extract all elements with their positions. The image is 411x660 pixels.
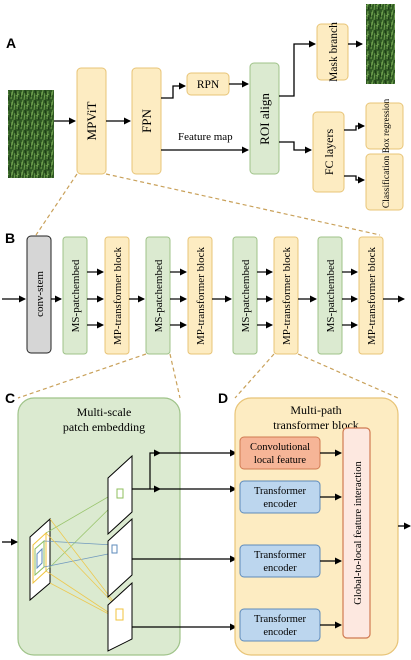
panel-c-title-2: patch embedding xyxy=(63,420,145,434)
transformer-encoder-3-line-1: Transformer xyxy=(254,614,307,625)
ms-patchembed-4-label: MS-patchembed xyxy=(325,259,337,332)
embedded-plane-3 xyxy=(107,581,133,652)
mp-transformer-2-label: MP-transformer block xyxy=(195,246,207,345)
ms-patchembed-3 xyxy=(232,236,258,355)
mask-output-image xyxy=(366,4,395,84)
mp-transformer-3 xyxy=(273,236,299,355)
panel-letter-c: C xyxy=(5,390,15,406)
global-to-local-interaction-box xyxy=(342,427,371,639)
zoom-line-c-left xyxy=(17,353,147,399)
fpn-label: FPN xyxy=(139,108,154,132)
fc-layers-label: FC layers xyxy=(322,129,336,176)
ms-patchembed-4 xyxy=(317,236,343,355)
box-regression-label: Box regression xyxy=(381,98,391,153)
zoom-line-a-right xyxy=(105,173,381,236)
arrow-fc-box-regression xyxy=(344,122,365,131)
fpn-box xyxy=(131,67,162,175)
arrow-fc-classification xyxy=(344,175,365,184)
roi-align-label: ROI align xyxy=(257,93,272,145)
mpvit-label: MPViT xyxy=(84,101,99,140)
zoom-line-c-right xyxy=(169,353,181,399)
arrow-fpn-rpn xyxy=(161,82,186,99)
panel-c-container xyxy=(17,397,181,656)
mp-transformer-2 xyxy=(187,236,213,355)
transformer-encoder-2-line-1: Transformer xyxy=(254,550,307,561)
conv-stem-box xyxy=(26,235,52,354)
mp-transformer-1-label: MP-transformer block xyxy=(112,246,124,345)
panel-d-title-1: Multi-path xyxy=(290,403,341,417)
transformer-encoder-2-line-2: encoder xyxy=(263,563,297,574)
ms-patchembed-2 xyxy=(145,236,171,355)
transformer-encoder-1-line-1: Transformer xyxy=(254,486,307,497)
ms-patchembed-1 xyxy=(62,236,88,355)
mp-transformer-4 xyxy=(358,236,384,355)
mask-branch-text: Mask branch xyxy=(328,22,340,82)
mp-transformer-1 xyxy=(104,236,130,355)
zoom-line-d-left xyxy=(234,353,275,399)
arrow-roi-fc xyxy=(279,141,312,154)
ms-patchembed-2-label: MS-patchembed xyxy=(153,259,165,332)
arrow-roi-mask xyxy=(279,40,316,97)
mp-transformer-3-label: MP-transformer block xyxy=(281,246,293,345)
transformer-encoder-3-line-2: encoder xyxy=(263,627,297,638)
ms-patchembed-3-label: MS-patchembed xyxy=(240,259,252,332)
panel-c-title-1: Multi-scale xyxy=(77,405,132,419)
global-to-local-label: Global-to-local feature interaction xyxy=(353,461,364,605)
input-image xyxy=(8,90,54,178)
mask-branch-label: Mask branch xyxy=(328,22,340,82)
panel-d-title-2: transformer block xyxy=(273,418,359,432)
embedded-plane-2 xyxy=(107,517,133,599)
box-regression-box xyxy=(365,102,404,150)
conv-local-line-1: Convolutional xyxy=(250,442,310,453)
embedded-plane-1 xyxy=(107,454,133,536)
ms-patchembed-1-label: MS-patchembed xyxy=(70,259,82,332)
feature-map-label: Feature map xyxy=(178,131,233,143)
rpn-label: RPN xyxy=(197,79,220,91)
mp-transformer-4-label: MP-transformer block xyxy=(366,246,378,345)
conv-stem-label: conv-stem xyxy=(34,271,46,317)
mask-branch-box xyxy=(316,23,349,81)
zoom-line-d-right xyxy=(297,353,399,399)
panel-letter-d: D xyxy=(218,390,228,406)
classification-box xyxy=(365,153,404,211)
fc-layers-box xyxy=(312,111,345,193)
panel-letter-a: A xyxy=(6,35,16,51)
transformer-encoder-1-line-2: encoder xyxy=(263,499,297,510)
classification-label: Classification xyxy=(381,156,392,208)
arrow-plane1-branch-top xyxy=(132,449,161,490)
conv-local-line-2: local feature xyxy=(254,455,307,466)
zoom-line-a-left xyxy=(35,173,78,236)
panel-letter-b: B xyxy=(5,230,15,246)
roi-align-box xyxy=(249,62,280,175)
